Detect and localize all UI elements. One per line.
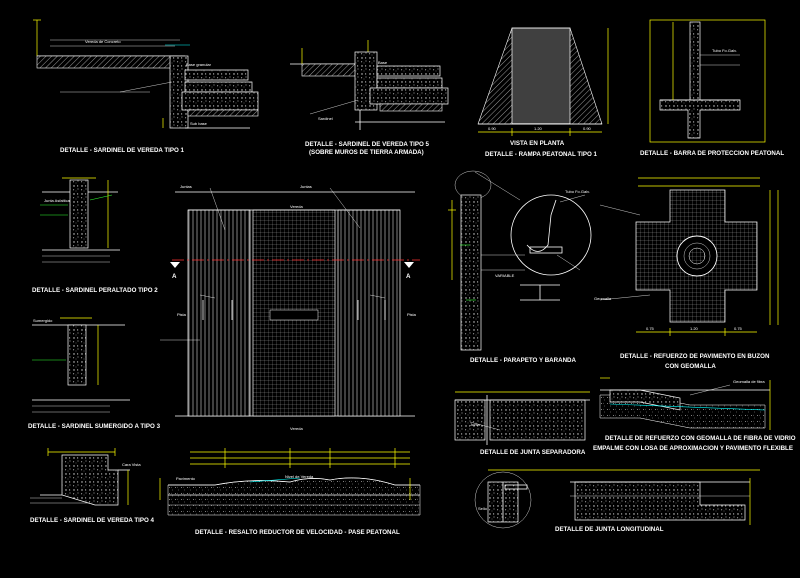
detail-plan-pase-peatonal: Juntas Juntas Vereda Pista Pista Vereda … xyxy=(160,184,420,431)
title-resalto-reductor: DETALLE - RESALTO REDUCTOR DE VELOCIDAD … xyxy=(195,529,400,536)
section-mark-triangle-icon xyxy=(404,262,414,268)
section-mark-right: A xyxy=(404,262,414,280)
svg-text:Base granular: Base granular xyxy=(186,62,212,67)
svg-text:Geomalla: Geomalla xyxy=(594,296,612,301)
title-rampa-peatonal: DETALLE - RAMPA PEATONAL TIPO 1 xyxy=(485,151,598,158)
svg-text:1.20: 1.20 xyxy=(690,326,699,331)
subtitle-sardinel-tipo5: (SOBRE MUROS DE TIERRA ARMADA) xyxy=(309,149,424,156)
detail-sardinel-sumergido: Sumergido DETALLE - SARDINEL SUMERGIDO A… xyxy=(28,317,161,430)
svg-text:Junta: Junta xyxy=(470,422,481,427)
svg-text:Vereda: Vereda xyxy=(290,426,303,431)
svg-text:Junta Asfaltica: Junta Asfaltica xyxy=(44,198,71,203)
svg-text:Juntas: Juntas xyxy=(300,184,312,189)
title-refuerzo-buzon: DETALLE - REFUERZO DE PAVIMENTO EN BUZON xyxy=(620,353,770,360)
svg-text:Tubo Fo.Galv.: Tubo Fo.Galv. xyxy=(565,189,590,194)
svg-text:A: A xyxy=(406,273,411,280)
detail-resalto-reductor: Nivel de Vereda Pavimento DETALLE - RESA… xyxy=(159,448,421,536)
detail-refuerzo-buzon: 0.75 1.20 0.75 Geomalla DETALLE - REFUER… xyxy=(594,177,779,370)
title-vista-planta: VISTA EN PLANTA xyxy=(510,140,565,147)
svg-text:Base: Base xyxy=(378,60,388,65)
svg-text:0.75: 0.75 xyxy=(646,326,655,331)
svg-text:Sumergido: Sumergido xyxy=(33,318,53,323)
subtitle-refuerzo-buzon: CON GEOMALLA xyxy=(665,363,716,370)
detail-barra-proteccion: Tubo Fo.Galv. DETALLE - BARRA DE PROTECC… xyxy=(640,19,784,157)
svg-text:1.20: 1.20 xyxy=(534,126,543,131)
title-sardinel-peraltado: DETALLE - SARDINEL PERALTADO TIPO 2 xyxy=(32,287,158,294)
section-mark-left: A xyxy=(170,262,180,280)
title-junta-separadora: DETALLE DE JUNTA SEPARADORA xyxy=(480,449,586,456)
detail-sardinel-tipo4: Cara Vista DETALLE - SARDINEL DE VEREDA … xyxy=(30,448,155,524)
subtitle-refuerzo-geomalla: EMPALME CON LOSA DE APROXIMACION Y PAVIM… xyxy=(593,445,793,452)
title-sardinel-tipo4: DETALLE - SARDINEL DE VEREDA TIPO 4 xyxy=(30,517,155,524)
title-refuerzo-geomalla: DETALLE DE REFUERZO CON GEOMALLA DE FIBR… xyxy=(605,435,796,442)
svg-text:Vereda: Vereda xyxy=(290,204,303,209)
svg-text:Cara Vista: Cara Vista xyxy=(122,462,141,467)
title-parapeto-baranda: DETALLE - PARAPETO Y BARANDA xyxy=(470,357,577,364)
svg-text:0.90: 0.90 xyxy=(583,126,592,131)
svg-text:Tubo Fo.Galv.: Tubo Fo.Galv. xyxy=(712,48,737,53)
detail-junta-separadora: Junta DETALLE DE JUNTA SEPARADORA xyxy=(454,391,590,456)
svg-text:Vereda de Concreto: Vereda de Concreto xyxy=(85,39,121,44)
svg-text:Geomalla de fibra: Geomalla de fibra xyxy=(733,379,765,384)
title-sardinel-tipo1: DETALLE - SARDINEL DE VEREDA TIPO 1 xyxy=(60,147,185,154)
svg-text:A: A xyxy=(172,273,177,280)
svg-text:VARIABLE: VARIABLE xyxy=(495,273,515,278)
svg-text:Pista: Pista xyxy=(177,312,187,317)
title-sardinel-tipo5: DETALLE - SARDINEL DE VEREDA TIPO 5 xyxy=(305,141,430,148)
detail-sardinel-tipo1: Vereda de Concreto Base granular Sub bas… xyxy=(33,19,259,154)
svg-text:Sardinel: Sardinel xyxy=(318,116,333,121)
title-sardinel-sumergido: DETALLE - SARDINEL SUMERGIDO A TIPO 3 xyxy=(28,423,161,430)
detail-junta-longitudinal: Sello DETALLE DE JUNTA LONGITUDINAL xyxy=(474,469,760,533)
svg-text:0.90: 0.90 xyxy=(488,126,497,131)
title-barra-proteccion: DETALLE - BARRA DE PROTECCION PEATONAL xyxy=(640,150,784,157)
svg-text:Pavimento: Pavimento xyxy=(176,476,196,481)
title-junta-longitudinal: DETALLE DE JUNTA LONGITUDINAL xyxy=(555,526,664,533)
detail-sardinel-tipo5: Sardinel Base DETALLE - SARDINEL DE VERE… xyxy=(290,40,449,156)
svg-text:Pista: Pista xyxy=(407,312,417,317)
section-mark-triangle-icon xyxy=(170,262,180,268)
svg-text:Sub base: Sub base xyxy=(190,121,208,126)
svg-text:Juntas: Juntas xyxy=(180,184,192,189)
detail-sardinel-peraltado: Junta Asfaltica DETALLE - SARDINEL PERAL… xyxy=(32,177,158,294)
svg-text:0.75: 0.75 xyxy=(734,326,743,331)
svg-text:Sello: Sello xyxy=(478,506,488,511)
detail-parapeto-baranda: Tubo Fo.Galv. VARIABLE DETALLE - PARAPET… xyxy=(448,170,592,364)
svg-text:Nivel de Vereda: Nivel de Vereda xyxy=(285,474,314,479)
detail-refuerzo-geomalla: Geomalla de fibra DETALLE DE REFUERZO CO… xyxy=(593,377,796,452)
detail-rampa-peatonal: 0.90 1.20 0.90 VISTA EN PLANTA DETALLE -… xyxy=(477,27,609,158)
